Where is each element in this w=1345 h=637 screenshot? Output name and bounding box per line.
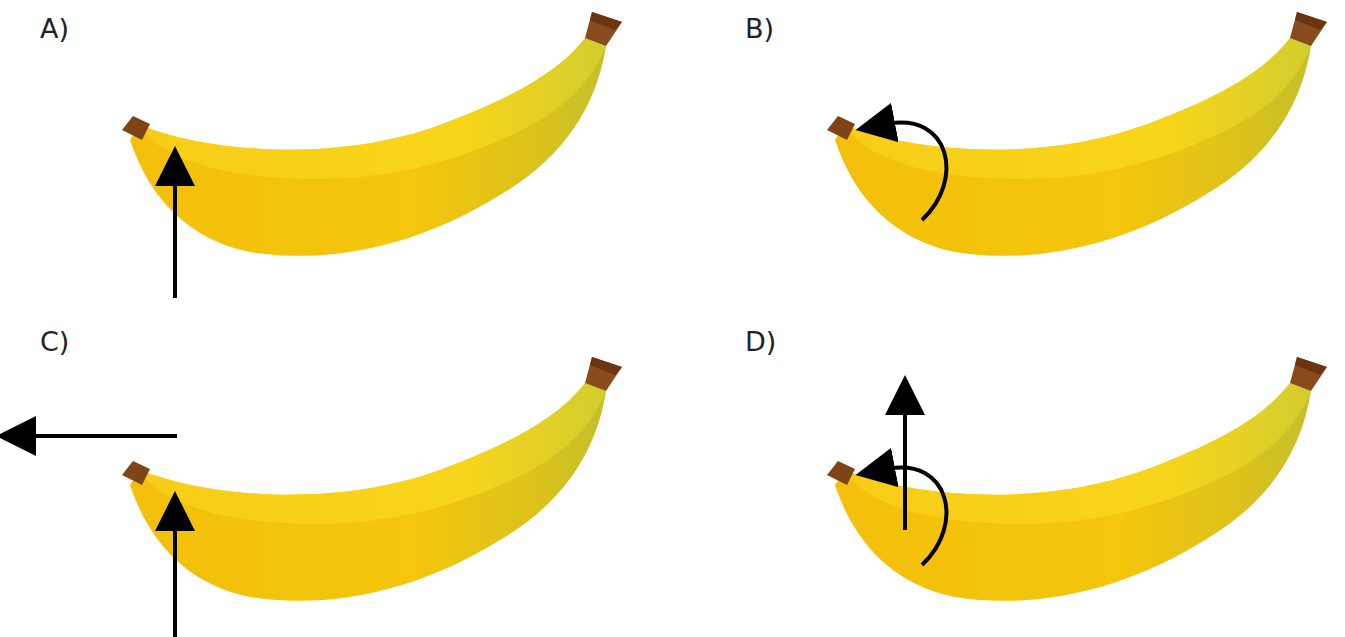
banana bbox=[122, 12, 622, 298]
panel-label: B) bbox=[745, 15, 774, 42]
panel-label: C) bbox=[40, 328, 69, 355]
banana bbox=[28, 357, 622, 637]
banana bbox=[827, 12, 1327, 256]
panel-label: D) bbox=[745, 328, 776, 355]
panel-label: A) bbox=[40, 15, 69, 42]
banana bbox=[827, 357, 1327, 601]
